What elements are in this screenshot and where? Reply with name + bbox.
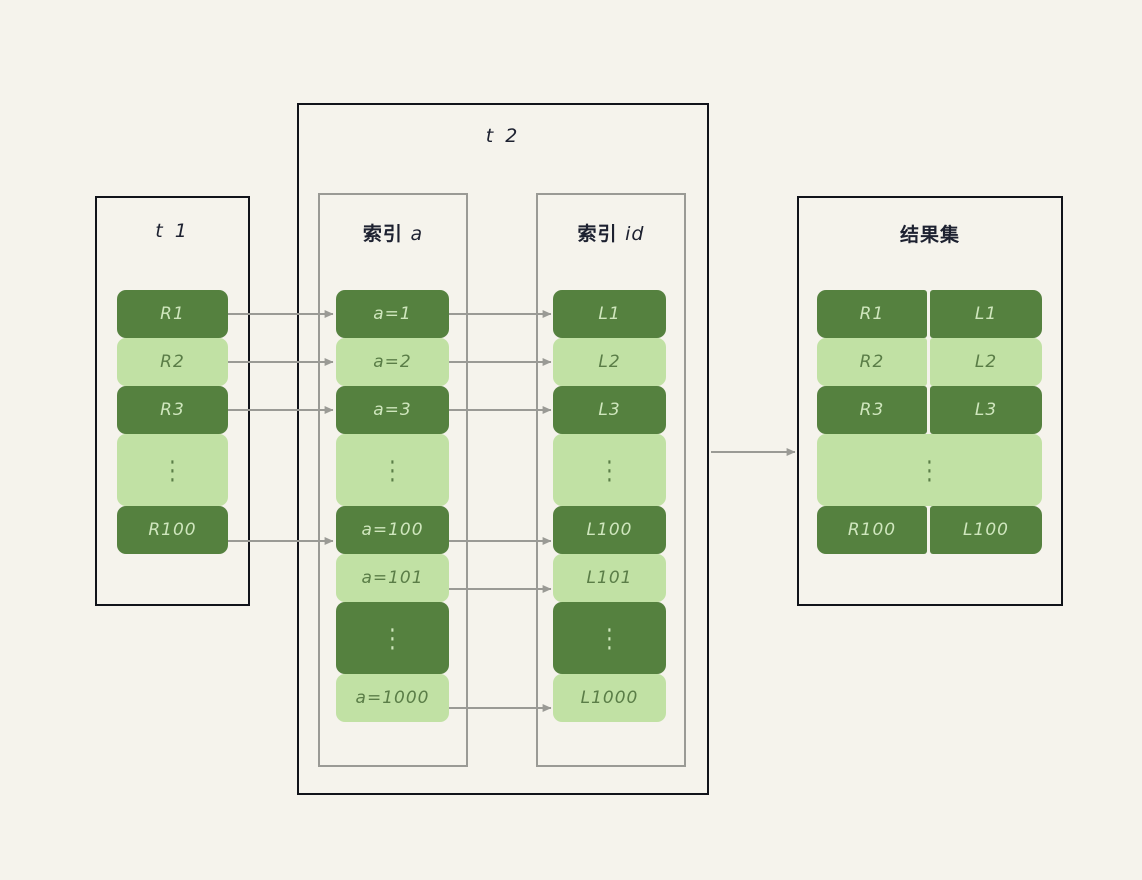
index-a-row-a101[interactable]: a=101 [336, 554, 449, 602]
cell-label: R3 [160, 400, 185, 420]
index-a-row-ellipsis-6[interactable]: ⋮ [336, 602, 449, 674]
cell-label: L3 [598, 400, 621, 420]
cell-label: R1 [859, 304, 885, 324]
index-id-row-ellipsis-6[interactable]: ⋮ [553, 602, 666, 674]
result-row-l2-right[interactable]: L2 [930, 338, 1042, 386]
cell-label: R3 [859, 400, 885, 420]
index-id-row-ellipsis-3[interactable]: ⋮ [553, 434, 666, 506]
cell-label: R100 [148, 520, 197, 540]
index-a-row-a100[interactable]: a=100 [336, 506, 449, 554]
cell-label: R100 [847, 520, 897, 540]
index-id-row-l2[interactable]: L2 [553, 338, 666, 386]
vertical-ellipsis-icon: ⋮ [162, 454, 183, 486]
cell-label: L3 [974, 400, 998, 420]
cell-label: L1000 [580, 688, 639, 708]
index-id-row-l1[interactable]: L1 [553, 290, 666, 338]
cell-label: L100 [586, 520, 633, 540]
vertical-ellipsis-icon: ⋮ [919, 454, 940, 486]
vertical-ellipsis-icon: ⋮ [599, 622, 620, 654]
result-row-l3-right[interactable]: L3 [930, 386, 1042, 434]
t1-row-r1[interactable]: R1 [117, 290, 228, 338]
cell-label: a=3 [373, 400, 412, 420]
cell-label: R1 [160, 304, 185, 324]
vertical-ellipsis-icon: ⋮ [599, 454, 620, 486]
result-row-l100-right[interactable]: L100 [930, 506, 1042, 554]
index-a-row-a3[interactable]: a=3 [336, 386, 449, 434]
result-row-r1-left[interactable]: R1 [817, 290, 927, 338]
result-row-r3-left[interactable]: R3 [817, 386, 927, 434]
result-row-ellipsis[interactable]: ⋮ [817, 434, 1042, 506]
index-a-title: 索引 a [320, 219, 466, 246]
vertical-ellipsis-icon: ⋮ [382, 622, 403, 654]
t1-row-r2[interactable]: R2 [117, 338, 228, 386]
cell-label: a=100 [361, 520, 424, 540]
index-id-title: 索引 id [538, 219, 684, 246]
t2-title: t 2 [485, 125, 521, 147]
cell-label: a=1000 [355, 688, 430, 708]
cell-label: L1 [974, 304, 998, 324]
result-row-l1-right[interactable]: L1 [930, 290, 1042, 338]
index-a-row-ellipsis-3[interactable]: ⋮ [336, 434, 449, 506]
cell-label: a=101 [361, 568, 424, 588]
t1-title: t 1 [155, 220, 190, 242]
t1-row-ellipsis[interactable]: ⋮ [117, 434, 228, 506]
index-a-title-cjk: 索引 [362, 223, 403, 245]
index-id-row-l1000[interactable]: L1000 [553, 674, 666, 722]
index-id-row-l100[interactable]: L100 [553, 506, 666, 554]
result-row-r2-left[interactable]: R2 [817, 338, 927, 386]
index-a-row-a2[interactable]: a=2 [336, 338, 449, 386]
index-id-title-latin: id [625, 223, 645, 245]
cell-label: L101 [586, 568, 633, 588]
index-a-row-a1[interactable]: a=1 [336, 290, 449, 338]
cell-label: a=1 [373, 304, 412, 324]
t1-row-r3[interactable]: R3 [117, 386, 228, 434]
index-id-row-l3[interactable]: L3 [553, 386, 666, 434]
index-a-row-a1000[interactable]: a=1000 [336, 674, 449, 722]
cell-label: a=2 [373, 352, 412, 372]
t1-row-r100[interactable]: R100 [117, 506, 228, 554]
cell-label: L100 [963, 520, 1009, 540]
result-row-r100-left[interactable]: R100 [817, 506, 927, 554]
index-a-title-latin: a [410, 223, 424, 245]
cell-label: R2 [160, 352, 185, 372]
index-id-title-cjk: 索引 [577, 223, 618, 245]
result-set-title: 结果集 [899, 224, 960, 246]
cell-label: L2 [974, 352, 998, 372]
cell-label: L2 [598, 352, 621, 372]
vertical-ellipsis-icon: ⋮ [382, 454, 403, 486]
cell-label: R2 [859, 352, 885, 372]
cell-label: L1 [598, 304, 621, 324]
index-id-row-l101[interactable]: L101 [553, 554, 666, 602]
